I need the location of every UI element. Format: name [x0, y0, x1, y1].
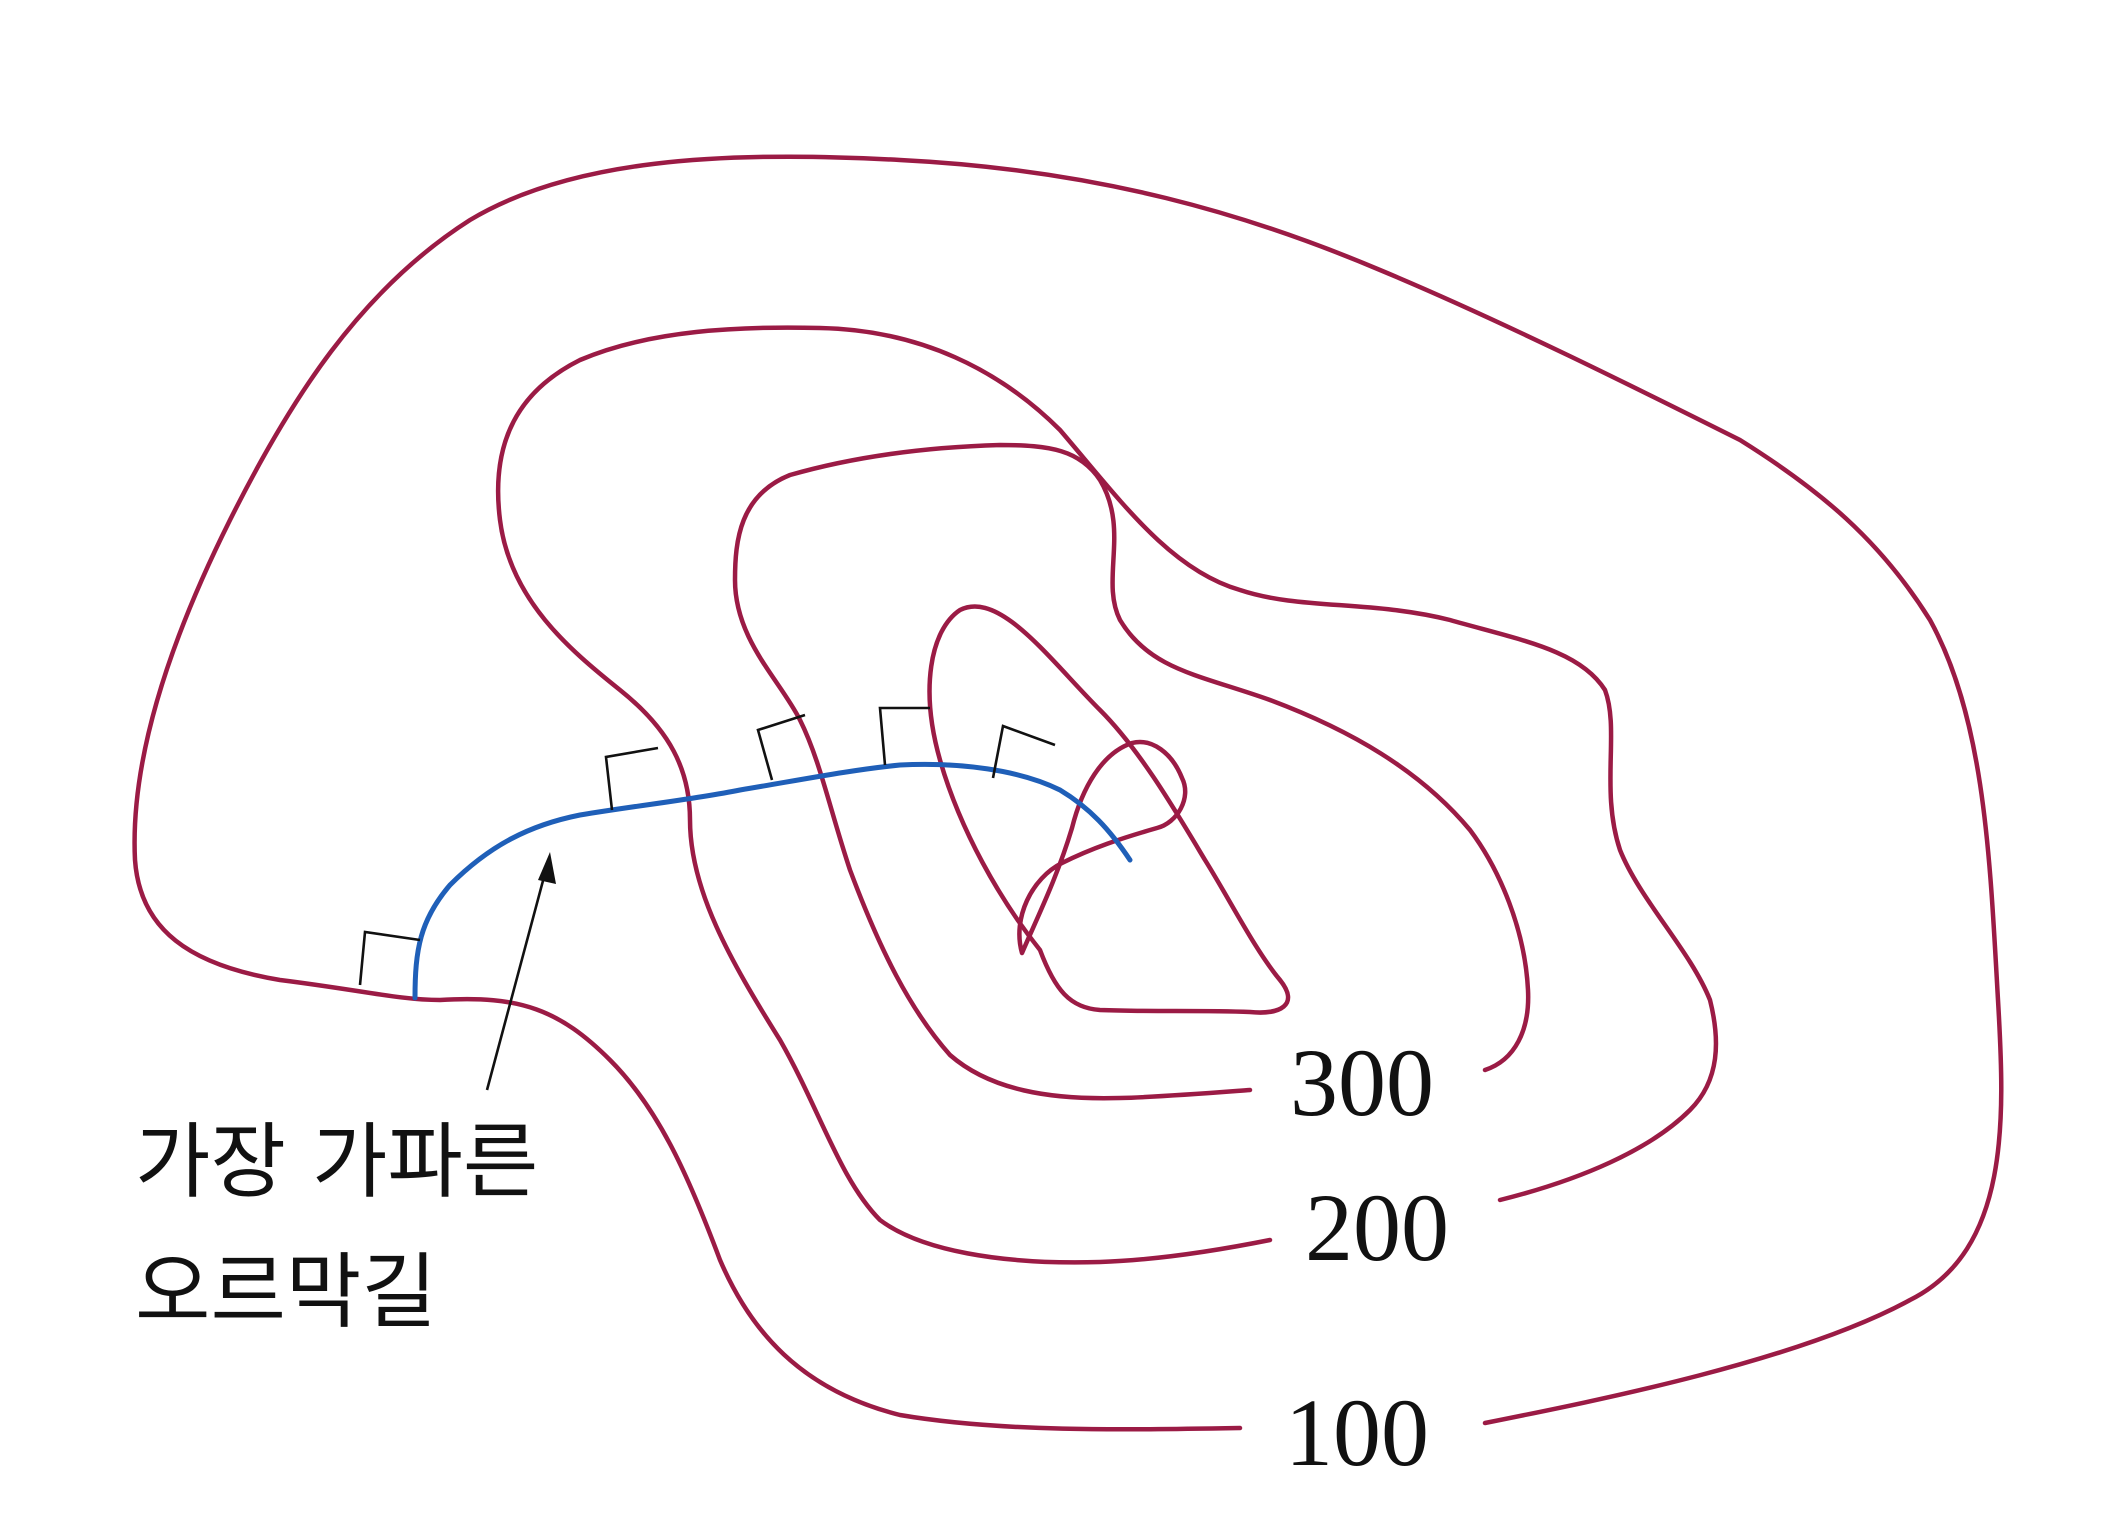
elevation-label-300: 300: [1290, 1029, 1434, 1136]
caption-line-1: 가장 가파른: [135, 1115, 538, 1210]
arrow-head: [538, 852, 556, 884]
steepest-ascent-path: [412, 761, 1133, 1001]
contour-line-summit: [1017, 739, 1188, 956]
right-angle-markers: [358, 706, 1056, 986]
contour-line-100: [132, 154, 2004, 1432]
caption-pointer-arrow: [485, 852, 556, 1091]
pointer-line: [485, 861, 550, 1091]
right-angle-marker: [358, 930, 421, 986]
elevation-label-200: 200: [1305, 1174, 1449, 1281]
contour-line-200: [495, 325, 1719, 1265]
elevation-label-100: 100: [1285, 1379, 1429, 1486]
contour-line-inner: [927, 604, 1291, 1015]
contour-line-300: [732, 442, 1531, 1101]
right-angle-marker: [878, 706, 930, 766]
right-angle-marker: [604, 746, 659, 811]
right-angle-marker: [756, 713, 806, 781]
caption-line-2: 오르막길: [135, 1245, 437, 1340]
right-angle-marker: [991, 724, 1056, 779]
